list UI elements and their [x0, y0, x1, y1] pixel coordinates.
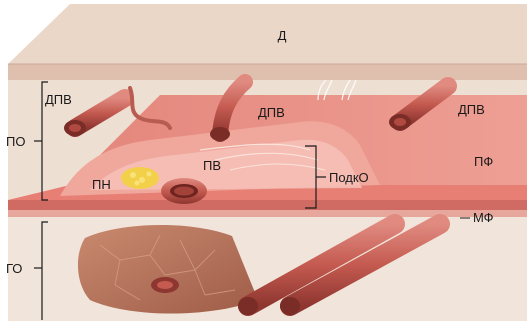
label-d: Д: [278, 28, 287, 43]
superficial-nerve: [121, 167, 159, 189]
label-go: ГО: [6, 261, 22, 276]
label-pn: ПН: [92, 177, 111, 192]
muscular-fascia: [8, 210, 527, 217]
label-dpv-left: ДПВ: [45, 92, 72, 107]
label-pf: ПФ: [474, 154, 493, 169]
label-podko: ПодкО: [329, 170, 369, 185]
label-mf: МФ: [473, 210, 494, 225]
superficial-vein: [161, 178, 207, 204]
muscle: [78, 225, 258, 314]
label-po: ПО: [6, 134, 25, 149]
label-dpv-right: ДПВ: [458, 102, 485, 117]
dermis-layer: [8, 4, 527, 80]
label-dpv-center: ДПВ: [258, 105, 285, 120]
label-pv: ПВ: [203, 158, 221, 173]
